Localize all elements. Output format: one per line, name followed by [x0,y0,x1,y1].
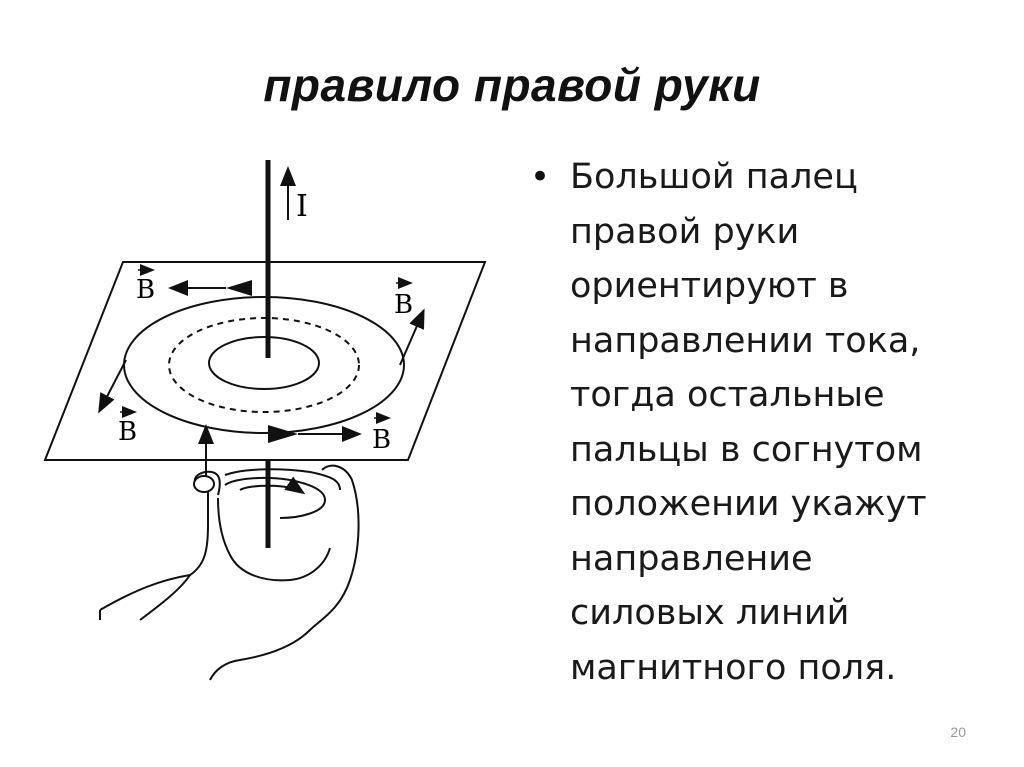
b-arrow-right [399,308,425,366]
b-label-bottom-left: B [118,417,137,447]
b-label-top-left: B [136,275,155,305]
slide-title: правило правой руки [263,59,761,111]
curl-arrow [239,476,306,495]
b-arrow-left [98,359,127,414]
page-number: 20 [950,724,966,740]
hand-fingers [217,497,331,582]
field-marker-bottom [268,425,298,443]
b-label-bottom-right: B [372,425,391,455]
field-line-inner [208,336,320,390]
right-hand-rule-diagram: I B B B B [43,160,487,681]
hand-thumb-curl [224,476,327,519]
b-label-top-right: B [394,290,413,320]
field-line-middle [168,317,360,413]
bullet-list: • Большой палец правой руки ориентируют … [530,150,1000,695]
hand-wrist [99,574,191,621]
plane [43,261,487,461]
thumb-nail [193,475,215,493]
hand-outline [99,464,360,681]
field-marker-top [226,280,252,296]
bullet-text: Большой палец правой руки ориентируют в … [570,157,927,688]
current-label: I [296,189,308,224]
bullet-marker: • [530,157,551,197]
